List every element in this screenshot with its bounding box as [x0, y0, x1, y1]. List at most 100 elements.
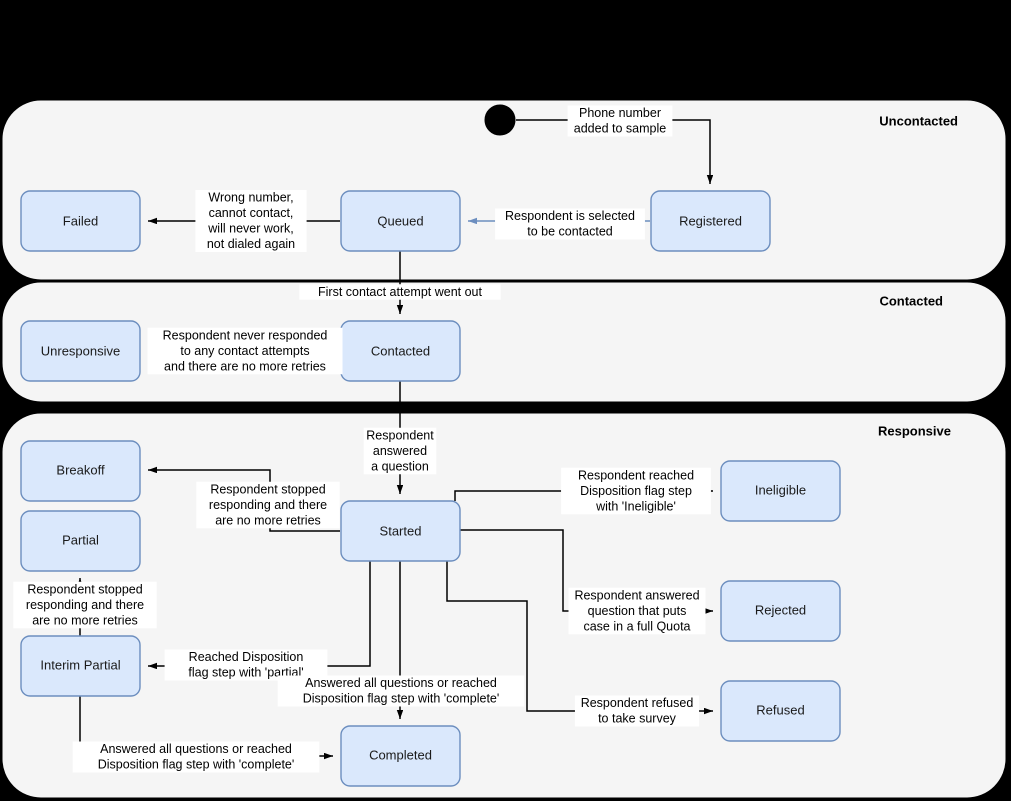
- initial-state-node: [484, 104, 516, 136]
- edge-label-plate: [195, 190, 307, 252]
- edge-label-line: Disposition flag step: [580, 484, 692, 498]
- edge-label-line: Respondent stopped: [27, 582, 142, 596]
- edge-label-interimpartial-partial: Respondent stopped responding and therear…: [13, 581, 157, 629]
- edge-label-line: Respondent: [366, 428, 434, 442]
- edge-label-line: responding and there: [26, 598, 144, 612]
- edge-label-line: Disposition flag step with 'complete': [303, 692, 500, 706]
- edge-label-line: and there are no more retries: [164, 359, 326, 373]
- state-partial-label: Partial: [62, 532, 99, 547]
- state-breakoff-label: Breakoff: [56, 462, 105, 477]
- state-started-box[interactable]: [340, 500, 461, 562]
- edge-label-plate: [495, 208, 645, 240]
- state-unresponsive-label: Unresponsive: [41, 343, 121, 358]
- edge-label-plate: [147, 327, 343, 375]
- edge-label-queued-failed: Wrong number,cannot contact, will never w…: [195, 190, 307, 252]
- edge-label-line: will never work,: [207, 222, 293, 236]
- edge-label-start-registered: Phone number added to sample: [567, 105, 673, 137]
- edge-label-line: cannot contact,: [209, 206, 294, 220]
- state-completed-box[interactable]: [340, 725, 461, 787]
- state-queued[interactable]: Queued: [340, 190, 461, 252]
- state-registered-box[interactable]: [650, 190, 771, 252]
- state-registered-label: Registered: [679, 213, 742, 228]
- edge-label-line: Respondent stopped: [210, 482, 325, 496]
- edge-label-contacted-unresponsive: Respondent never responded to any contact…: [147, 327, 343, 375]
- edge-label-started-completed: Answered all questions or reachedDisposi…: [277, 675, 525, 707]
- state-rejected-label: Rejected: [755, 602, 806, 617]
- state-partial[interactable]: Partial: [20, 510, 141, 572]
- state-completed[interactable]: Completed: [340, 725, 461, 787]
- edge-label-line: Respondent refused: [581, 696, 694, 710]
- state-ineligible[interactable]: Ineligible: [720, 460, 841, 522]
- state-interim-partial[interactable]: Interim Partial: [20, 635, 141, 697]
- container-responsive-title: Responsive: [878, 423, 951, 438]
- state-refused[interactable]: Refused: [720, 680, 841, 742]
- edge-label-line: Respondent answered: [574, 588, 699, 602]
- edge-label-line: Answered all questions or reached: [305, 676, 497, 690]
- edge-label-started-refused: Respondent refused to take survey: [574, 695, 700, 727]
- edge-label-line: question that puts: [588, 604, 687, 618]
- state-ineligible-label: Ineligible: [755, 482, 806, 497]
- state-partial-box[interactable]: [20, 510, 141, 572]
- edge-label-plate: [196, 481, 340, 529]
- edge-label-plate: [363, 427, 437, 475]
- edge-label-plate: [277, 675, 525, 707]
- edge-label-started-breakoff: Respondent stopped responding and therear…: [196, 481, 340, 529]
- state-contacted[interactable]: Contacted: [340, 320, 461, 382]
- edge-label-plate: [568, 587, 706, 635]
- edge-label-started-rejected: Respondent answered question that putscas…: [568, 587, 706, 635]
- state-interim-partial-box[interactable]: [20, 635, 141, 697]
- edge-label-line: added to sample: [574, 122, 666, 136]
- state-queued-label: Queued: [377, 213, 423, 228]
- state-failed-box[interactable]: [20, 190, 141, 252]
- state-rejected[interactable]: Rejected: [720, 580, 841, 642]
- edge-label-line: to be contacted: [527, 225, 613, 239]
- edge-label-line: to any contact attempts: [180, 344, 309, 358]
- edge-label-line: answered: [373, 444, 427, 458]
- state-refused-label: Refused: [756, 702, 804, 717]
- state-failed-label: Failed: [63, 213, 98, 228]
- edge-label-line: Respondent reached: [578, 468, 694, 482]
- edge-label-line: Wrong number,: [208, 191, 293, 205]
- state-started[interactable]: Started: [340, 500, 461, 562]
- edge-label-plate: [561, 467, 711, 515]
- state-unresponsive[interactable]: Unresponsive: [20, 320, 141, 382]
- state-completed-label: Completed: [369, 747, 432, 762]
- edge-label-line: a question: [371, 459, 429, 473]
- edge-label-line: Respondent never responded: [163, 328, 328, 342]
- edge-label-line: to take survey: [598, 712, 677, 726]
- edge-label-line: are no more retries: [32, 613, 138, 627]
- state-breakoff-box[interactable]: [20, 440, 141, 502]
- edge-label-line: Disposition flag step with 'complete': [98, 758, 295, 772]
- edge-label-interimpartial-completed: Answered all questions or reachedDisposi…: [72, 741, 320, 773]
- container-contacted-title: Contacted: [879, 293, 943, 308]
- state-registered[interactable]: Registered: [650, 190, 771, 252]
- state-queued-box[interactable]: [340, 190, 461, 252]
- edge-label-line: responding and there: [209, 498, 327, 512]
- edge-label-queued-contacted: First contact attempt went out: [299, 284, 501, 300]
- state-refused-box[interactable]: [720, 680, 841, 742]
- edge-label-plate: [72, 741, 320, 773]
- state-unresponsive-box[interactable]: [20, 320, 141, 382]
- edge-label-line: are no more retries: [215, 513, 321, 527]
- edge-label-plate: [574, 695, 700, 727]
- edge-label-line: not dialed again: [207, 237, 295, 251]
- state-started-label: Started: [380, 523, 422, 538]
- edge-label-line: Answered all questions or reached: [100, 742, 292, 756]
- edge-label-plate: [567, 105, 673, 137]
- state-breakoff[interactable]: Breakoff: [20, 440, 141, 502]
- state-rejected-box[interactable]: [720, 580, 841, 642]
- edge-label-plate: [299, 284, 501, 300]
- edge-label-plate: [13, 581, 157, 629]
- state-ineligible-box[interactable]: [720, 460, 841, 522]
- edge-label-line: case in a full Quota: [583, 619, 690, 633]
- edge-label-plate: [164, 649, 328, 681]
- edge-label-line: flag step with 'partial': [188, 666, 303, 680]
- state-failed[interactable]: Failed: [20, 190, 141, 252]
- edge-label-line: Phone number: [579, 106, 661, 120]
